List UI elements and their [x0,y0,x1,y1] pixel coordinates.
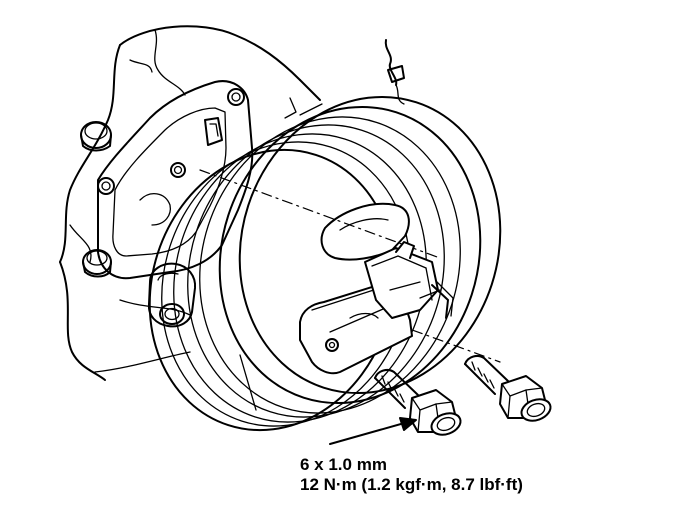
engine-block [59,25,405,381]
sensor-bracket [320,202,410,261]
mounting-flange [97,80,254,280]
flange-bolt-right [464,355,552,422]
flange-bolt-left [374,369,462,436]
bolt-lower-left [82,249,112,278]
sensor-connector [147,262,197,328]
leader-arrow [329,417,417,445]
bolt-upper-left [80,121,112,152]
axis-line-upper [199,169,441,259]
torque-spec-label: 12 N·m (1.2 kgf·m, 8.7 lbf·ft) [300,475,523,494]
bolt-size-label: 6 x 1.0 mm [300,455,387,474]
crankshaft-pulley [148,95,502,432]
position-sensor [299,241,454,375]
